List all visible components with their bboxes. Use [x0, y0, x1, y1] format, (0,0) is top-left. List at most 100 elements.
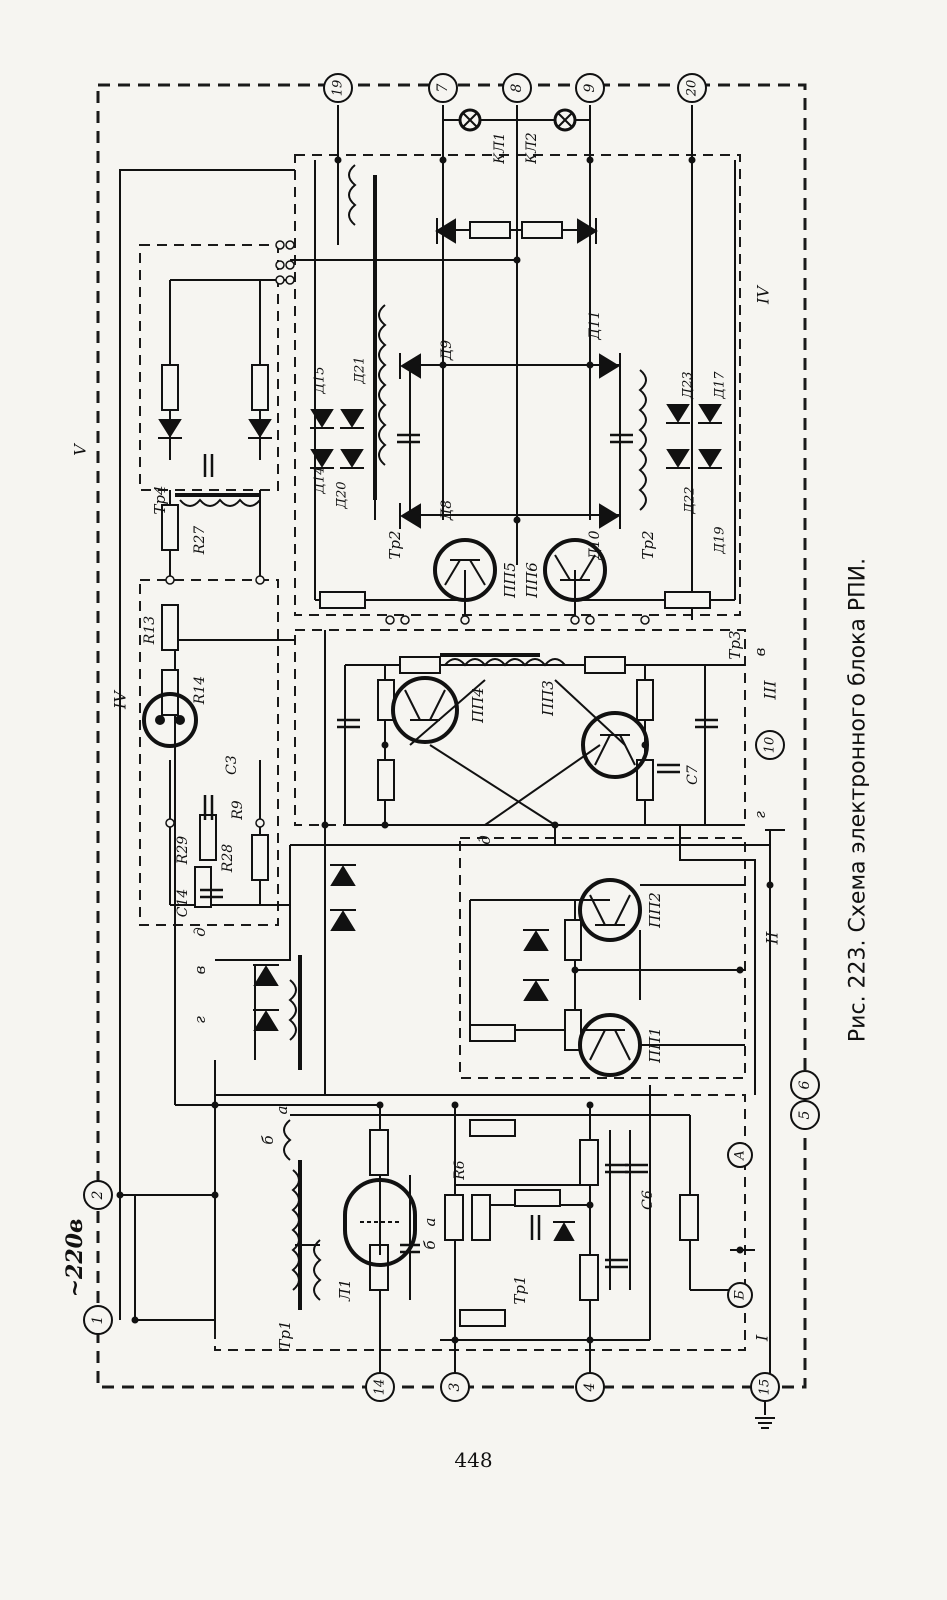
tube-label: Л1	[336, 1279, 354, 1302]
lamp-labels: КЛ1 КЛ2	[492, 132, 540, 165]
terminal-2: 2	[83, 1180, 113, 1210]
capacitor-labels: C3 C6 C7 C14	[175, 755, 701, 1210]
svg-text:Тр2: Тр2	[639, 530, 657, 559]
transistors	[391, 538, 649, 1077]
diode-labels: Д8 Д9 Д10 Д11 Д14 Д15 Д17 Д19 Д20 Д21 Д2…	[313, 310, 728, 560]
block-labels: I II III IV IV V	[71, 285, 782, 1343]
svg-text:Д14: Д14	[313, 466, 328, 494]
svg-text:а: а	[273, 1106, 291, 1115]
tube-l1	[343, 1178, 417, 1267]
transistor-labels: ПП1 ПП2 ПП3 ПП4 ПП5 ПП6	[469, 562, 664, 1064]
terminal-1: 1	[83, 1305, 113, 1335]
svg-text:г: г	[751, 811, 769, 819]
block-ii-outline	[459, 837, 746, 1079]
coil-tp2-bottom	[638, 369, 647, 511]
svg-text:C3: C3	[224, 755, 240, 775]
svg-text:Д19: Д19	[713, 526, 728, 554]
svg-text:Тр3: Тр3	[726, 630, 744, 659]
svg-text:Тр1: Тр1	[511, 1275, 529, 1304]
junction-dots	[116, 156, 774, 1344]
svg-text:д: д	[476, 835, 494, 845]
terminal-label: 8	[509, 83, 525, 92]
page-number: 448	[454, 1448, 493, 1472]
transformer-labels: Тр1 Тр1 Тр2 Тр2 Тр3 Тр4	[151, 485, 744, 1349]
svg-text:КЛ2: КЛ2	[524, 132, 540, 165]
svg-text:б: б	[259, 1135, 277, 1145]
svg-text:R28: R28	[220, 844, 236, 873]
svg-text:г: г	[191, 1016, 209, 1024]
svg-text:в: в	[191, 965, 209, 974]
svg-text:ПП4: ПП4	[469, 687, 487, 724]
terminal-9: 9	[575, 73, 605, 103]
coil-tp1-b	[283, 1119, 292, 1161]
terminal-label: 19	[331, 80, 346, 97]
svg-text:Д20: Д20	[335, 481, 350, 509]
coil-mid-left	[288, 979, 297, 1041]
terminal-19: 19	[323, 73, 353, 103]
terminal-label: 14	[373, 1379, 388, 1396]
resistor-labels: R6 R9 R13 R14 R27 R28 R29	[142, 526, 468, 1181]
svg-text:R29: R29	[175, 836, 191, 865]
terminal-4: 4	[575, 1372, 605, 1402]
svg-text:ПП5: ПП5	[501, 562, 519, 599]
coil-tp1-secondary	[313, 1239, 322, 1301]
svg-text:ПП1: ПП1	[646, 1027, 664, 1064]
svg-text:R13: R13	[142, 616, 158, 645]
coil-tp1-primary	[291, 1169, 300, 1291]
block-label-i: I	[753, 1334, 772, 1342]
terminal-label: 20	[685, 80, 700, 98]
svg-text:Д21: Д21	[353, 356, 368, 384]
block-label-v: V	[71, 443, 90, 456]
wiring	[119, 105, 771, 1385]
terminal-label: 7	[435, 83, 451, 92]
block-label-iii: III	[761, 680, 780, 701]
terminal-14: 14	[365, 1372, 395, 1402]
terminal-6: 6	[790, 1070, 820, 1100]
node-label: Б	[733, 1290, 748, 1301]
svg-text:ПП6: ПП6	[523, 562, 541, 599]
terminal-15: 15	[750, 1372, 780, 1402]
svg-text:б: б	[421, 1240, 439, 1250]
terminal-label: 2	[90, 1190, 106, 1200]
svg-text:Тр4: Тр4	[151, 485, 169, 514]
ground-symbol	[755, 829, 785, 1429]
node-label: А	[733, 1150, 748, 1161]
transistor-pp3	[581, 711, 649, 779]
diodes	[158, 218, 722, 1241]
transistor-pp4	[391, 676, 459, 744]
terminal-label: 1	[90, 1316, 106, 1325]
terminal-label: 3	[447, 1382, 463, 1391]
svg-text:C6: C6	[640, 1190, 656, 1210]
terminal-label: 10	[763, 737, 778, 754]
svg-text:R6: R6	[452, 1160, 468, 1181]
terminal-5: 5	[790, 1100, 820, 1130]
svg-text:а: а	[421, 1218, 439, 1227]
coil-tp2-top	[378, 304, 387, 466]
svg-text:C14: C14	[175, 889, 191, 918]
svg-text:Д8: Д8	[439, 500, 455, 521]
node-circles: А Б	[727, 1142, 753, 1308]
supply-label: ~220в	[62, 1219, 88, 1298]
svg-text:R14: R14	[192, 676, 208, 705]
resistors	[161, 221, 711, 1327]
svg-text:Д9: Д9	[439, 340, 455, 361]
svg-text:Д10: Д10	[587, 530, 603, 560]
coil-top-right	[348, 164, 357, 226]
block-v-outline	[139, 244, 279, 491]
terminal-label: 15	[758, 1379, 773, 1396]
svg-text:Д22: Д22	[683, 486, 698, 514]
block-label-ii: II	[763, 931, 782, 945]
block-label-iv: IV	[754, 285, 773, 305]
transistor-pp5	[433, 538, 497, 602]
terminal-label: 5	[797, 1110, 813, 1119]
svg-text:Д11: Д11	[587, 310, 603, 340]
block-label-iv-left: IV	[111, 690, 130, 710]
svg-text:R27: R27	[192, 526, 208, 555]
svg-text:R9: R9	[230, 800, 246, 821]
capacitors	[200, 433, 718, 1269]
coils	[179, 164, 647, 1301]
transistor-pp2	[578, 878, 642, 942]
svg-text:КЛ1: КЛ1	[492, 132, 508, 164]
svg-text:д: д	[191, 927, 209, 937]
